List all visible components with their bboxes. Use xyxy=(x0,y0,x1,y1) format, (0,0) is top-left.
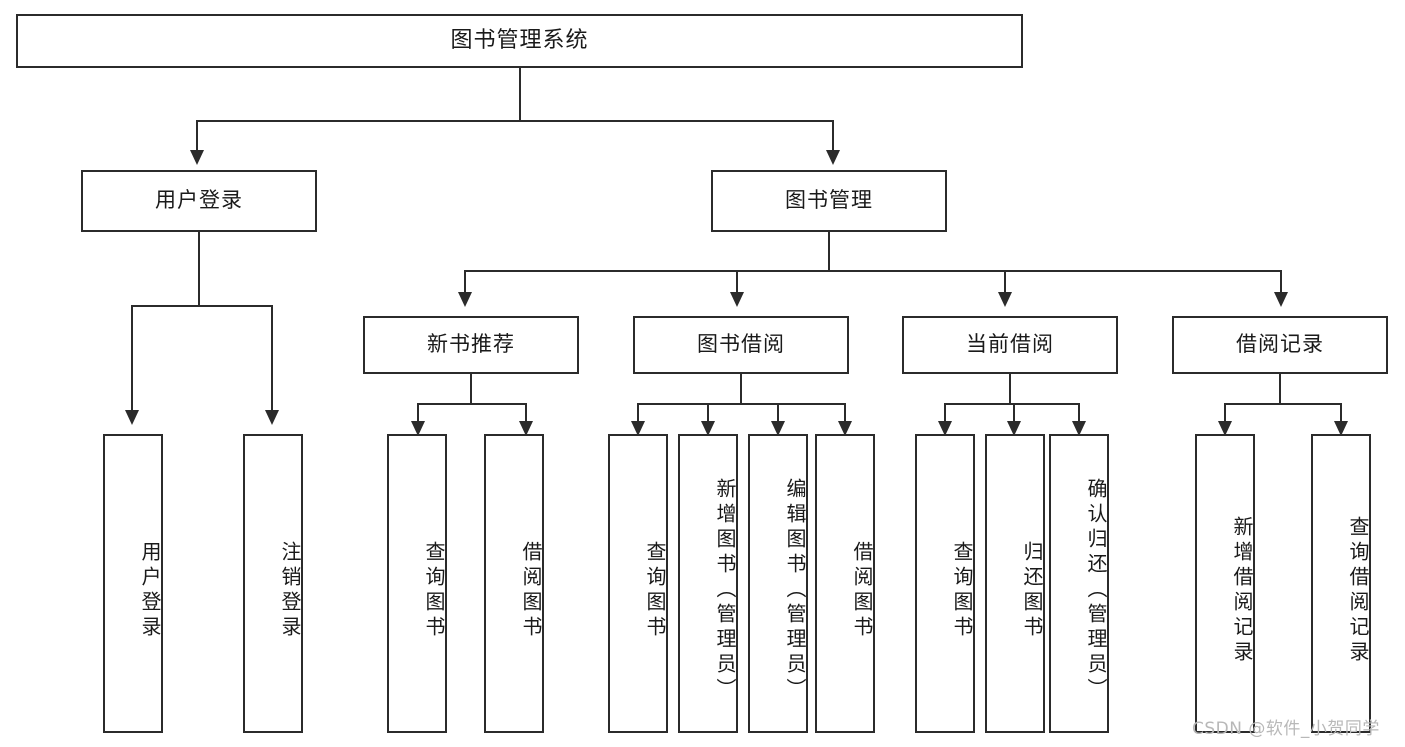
connector-bb-branch-1 xyxy=(637,403,639,421)
connector-cb-branch-3 xyxy=(1078,403,1080,421)
connector-root-to-book-manage xyxy=(832,120,834,150)
connector-root-stem xyxy=(519,68,521,120)
leaf-return-book[interactable]: 归还图书 xyxy=(985,434,1045,733)
leaf-borrow-book-2[interactable]: 借阅图书 xyxy=(815,434,875,733)
arrowhead-leaf-user-logout xyxy=(265,410,279,425)
connector-book-manage-branch-4 xyxy=(1280,270,1282,292)
leaf-query-book-1[interactable]: 查询图书 xyxy=(387,434,447,733)
connector-user-login-branch-1 xyxy=(131,305,133,410)
node-book-manage[interactable]: 图书管理 xyxy=(711,170,947,232)
connector-bb-branch-2 xyxy=(707,403,709,421)
arrowhead-leaf-query-book-2 xyxy=(631,421,645,436)
arrowhead-new-book-recommend xyxy=(458,292,472,307)
arrowhead-leaf-borrow-book-1 xyxy=(519,421,533,436)
leaf-user-login[interactable]: 用户登录 xyxy=(103,434,163,733)
connector-cb-branch-1 xyxy=(944,403,946,421)
leaf-query-record[interactable]: 查询借阅记录 xyxy=(1311,434,1371,733)
arrowhead-leaf-return-book xyxy=(1007,421,1021,436)
node-book-borrow[interactable]: 图书借阅 xyxy=(633,316,849,374)
connector-user-login-stem xyxy=(198,232,200,305)
leaf-edit-book[interactable]: 编辑图书（管理员） xyxy=(748,434,808,733)
connector-user-login-branch-2 xyxy=(271,305,273,410)
arrowhead-leaf-add-book xyxy=(701,421,715,436)
arrowhead-to-user-login xyxy=(190,150,204,165)
node-book-management-system[interactable]: 图书管理系统 xyxy=(16,14,1023,68)
connector-book-manage-branch-2 xyxy=(736,270,738,292)
arrowhead-leaf-query-book-1 xyxy=(411,421,425,436)
arrowhead-current-borrow xyxy=(998,292,1012,307)
connector-current-borrow-bus xyxy=(944,403,1079,405)
connector-user-login-bus xyxy=(131,305,271,307)
arrowhead-leaf-query-record xyxy=(1334,421,1348,436)
connector-root-bus xyxy=(196,120,833,122)
connector-new-book-recommend-bus xyxy=(417,403,527,405)
connector-borrow-record-stem xyxy=(1279,374,1281,403)
node-borrow-record[interactable]: 借阅记录 xyxy=(1172,316,1388,374)
connector-new-book-recommend-stem xyxy=(470,374,472,403)
leaf-confirm-return[interactable]: 确认归还（管理员） xyxy=(1049,434,1109,733)
leaf-query-book-3[interactable]: 查询图书 xyxy=(915,434,975,733)
arrowhead-leaf-edit-book xyxy=(771,421,785,436)
connector-book-manage-stem xyxy=(828,232,830,270)
connector-bb-branch-4 xyxy=(844,403,846,421)
node-new-book-recommend[interactable]: 新书推荐 xyxy=(363,316,579,374)
connector-nbr-branch-1 xyxy=(417,403,419,421)
connector-br-branch-2 xyxy=(1340,403,1342,421)
leaf-query-book-2[interactable]: 查询图书 xyxy=(608,434,668,733)
arrowhead-borrow-record xyxy=(1274,292,1288,307)
arrowhead-leaf-confirm-return xyxy=(1072,421,1086,436)
connector-borrow-record-bus xyxy=(1224,403,1342,405)
arrowhead-leaf-add-record xyxy=(1218,421,1232,436)
connector-br-branch-1 xyxy=(1224,403,1226,421)
arrowhead-to-book-manage xyxy=(826,150,840,165)
watermark: CSDN @软件_小贺同学 xyxy=(1192,719,1380,739)
connector-current-borrow-stem xyxy=(1009,374,1011,403)
connector-nbr-branch-2 xyxy=(525,403,527,421)
node-user-login[interactable]: 用户登录 xyxy=(81,170,317,232)
arrowhead-leaf-borrow-book-2 xyxy=(838,421,852,436)
connector-book-manage-bus xyxy=(464,270,1282,272)
arrowhead-leaf-query-book-3 xyxy=(938,421,952,436)
arrowhead-book-borrow xyxy=(730,292,744,307)
arrowhead-leaf-user-login xyxy=(125,410,139,425)
leaf-add-book[interactable]: 新增图书（管理员） xyxy=(678,434,738,733)
leaf-borrow-book-1[interactable]: 借阅图书 xyxy=(484,434,544,733)
leaf-add-record[interactable]: 新增借阅记录 xyxy=(1195,434,1255,733)
connector-cb-branch-2 xyxy=(1013,403,1015,421)
connector-book-borrow-bus xyxy=(637,403,845,405)
connector-book-manage-branch-3 xyxy=(1004,270,1006,292)
connector-book-manage-branch-1 xyxy=(464,270,466,292)
connector-bb-branch-3 xyxy=(777,403,779,421)
node-current-borrow[interactable]: 当前借阅 xyxy=(902,316,1118,374)
connector-book-borrow-stem xyxy=(740,374,742,403)
connector-root-to-user-login xyxy=(196,120,198,150)
leaf-user-logout[interactable]: 注销登录 xyxy=(243,434,303,733)
